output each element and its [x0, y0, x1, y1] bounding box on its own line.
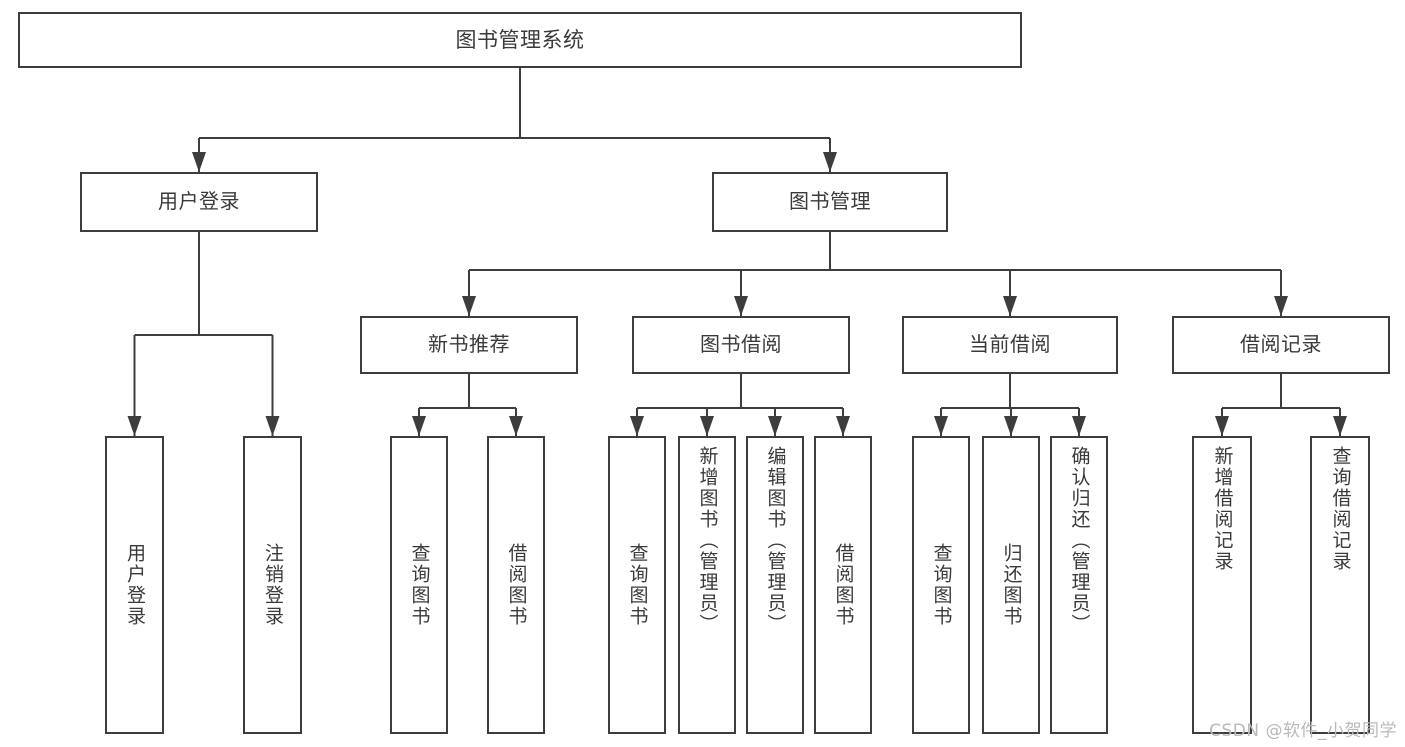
node-root: 图书管理系统: [18, 12, 1022, 68]
node-label-leaf-add-record: 新增借阅记录: [1211, 446, 1234, 572]
node-book-borrow: 图书借阅: [632, 316, 850, 374]
arrowhead-icon: [768, 416, 782, 436]
node-leaf-borrow-book-1: 借阅图书: [487, 436, 545, 734]
node-leaf-query-book-2: 查询图书: [608, 436, 666, 734]
node-leaf-confirm-return: 确认归还（管理员）: [1050, 436, 1108, 734]
node-leaf-add-record: 新增借阅记录: [1192, 436, 1252, 734]
node-book-manage: 图书管理: [712, 172, 948, 232]
node-leaf-query-book-1: 查询图书: [390, 436, 448, 734]
arrowhead-icon: [1215, 416, 1229, 436]
node-leaf-add-book: 新增图书（管理员）: [678, 436, 736, 734]
arrowhead-icon: [823, 152, 837, 172]
node-label-leaf-user-login: 用户登录: [124, 543, 146, 627]
arrowhead-icon: [509, 416, 523, 436]
node-label-leaf-borrow-book-1: 借阅图书: [505, 543, 528, 627]
node-leaf-logout: 注销登录: [243, 436, 302, 734]
node-current-borrow: 当前借阅: [902, 316, 1118, 374]
node-label-book-borrow: 图书借阅: [700, 332, 782, 357]
node-borrow-record: 借阅记录: [1172, 316, 1390, 374]
node-label-leaf-query-book-2: 查询图书: [626, 543, 649, 627]
node-user-login: 用户登录: [80, 172, 318, 232]
node-label-new-book-recommend: 新书推荐: [428, 332, 510, 357]
arrowhead-icon: [1072, 416, 1086, 436]
arrowhead-icon: [934, 416, 948, 436]
node-label-leaf-confirm-return: 确认归还（管理员）: [1068, 446, 1091, 635]
node-label-leaf-logout: 注销登录: [262, 543, 284, 627]
csdn-watermark: CSDN @软件_小贺同学: [1209, 721, 1397, 741]
arrowhead-icon: [127, 416, 142, 436]
node-leaf-edit-book: 编辑图书（管理员）: [746, 436, 804, 734]
node-label-leaf-edit-book: 编辑图书（管理员）: [764, 446, 787, 635]
node-label-borrow-record: 借阅记录: [1240, 332, 1322, 357]
node-label-leaf-query-book-1: 查询图书: [408, 543, 431, 627]
node-label-root: 图书管理系统: [455, 27, 585, 52]
node-label-current-borrow: 当前借阅: [969, 332, 1051, 357]
arrowhead-icon: [1333, 416, 1347, 436]
arrowhead-icon: [836, 416, 850, 436]
arrowhead-icon: [412, 416, 426, 436]
arrowhead-icon: [192, 152, 206, 172]
node-leaf-return-book: 归还图书: [982, 436, 1040, 734]
node-label-leaf-add-book: 新增图书（管理员）: [696, 446, 719, 635]
arrowhead-icon: [1003, 296, 1017, 316]
node-label-leaf-borrow-book-2: 借阅图书: [832, 543, 855, 627]
node-leaf-query-book-3: 查询图书: [912, 436, 970, 734]
arrowhead-icon: [1274, 296, 1288, 316]
node-leaf-user-login: 用户登录: [105, 436, 164, 734]
node-label-book-manage: 图书管理: [789, 189, 871, 214]
arrowhead-icon: [630, 416, 644, 436]
node-new-book-recommend: 新书推荐: [360, 316, 578, 374]
node-label-leaf-query-record: 查询借阅记录: [1329, 446, 1352, 572]
arrowhead-icon: [265, 416, 280, 436]
node-leaf-borrow-book-2: 借阅图书: [814, 436, 872, 734]
node-label-leaf-return-book: 归还图书: [1000, 543, 1023, 627]
arrowhead-icon: [734, 296, 748, 316]
node-label-user-login: 用户登录: [158, 189, 240, 214]
arrowhead-icon: [700, 416, 714, 436]
node-label-leaf-query-book-3: 查询图书: [930, 543, 953, 627]
arrowhead-icon: [1004, 416, 1018, 436]
arrowhead-icon: [462, 296, 476, 316]
node-leaf-query-record: 查询借阅记录: [1310, 436, 1370, 734]
